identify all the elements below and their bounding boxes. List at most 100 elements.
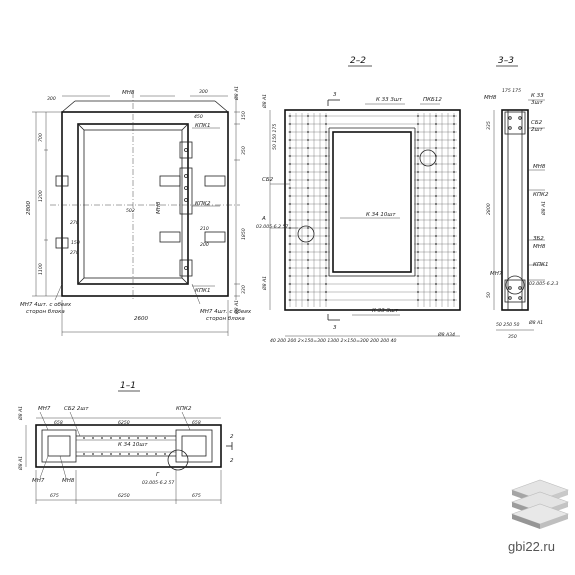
rebar-dot [435, 171, 437, 173]
rebar-dot [119, 437, 121, 439]
rebar-dot [417, 163, 419, 165]
rebar-dot [435, 147, 437, 149]
rebar-dot [435, 243, 437, 245]
rebar-dot [146, 437, 148, 439]
rebar-dot [453, 235, 455, 237]
s33-dim-left: 335 [486, 121, 492, 130]
s22-dim-left-v: 50 150 175 [272, 124, 278, 150]
rebar-dot [417, 259, 419, 261]
rebar-dot [417, 275, 419, 277]
s33-zb2: ЗБ2 [533, 236, 544, 242]
rebar-dot [289, 171, 291, 173]
rebar-dot [307, 259, 309, 261]
rebar-dot [307, 291, 309, 293]
mn7-left-label-2: сторон блока [26, 309, 65, 315]
rebar-dot [289, 275, 291, 277]
embedded-plate [179, 141, 193, 159]
s11-outline [35, 424, 222, 468]
s33-kpk2: КПК2 [533, 192, 549, 198]
rebar-dot [453, 187, 455, 189]
rebar-dot [307, 147, 309, 149]
rebar-dot [453, 115, 455, 117]
embedded-part [55, 175, 69, 187]
rebar-dot [164, 437, 166, 439]
rebar-dot [417, 243, 419, 245]
s11-dim-6250: 6250 [118, 420, 130, 426]
rebar-dot [417, 131, 419, 133]
dim-right-b: 350 [241, 146, 247, 155]
kpk1-label-b: КПК1 [195, 288, 210, 294]
dim-right-d: 330 [241, 285, 247, 294]
dim-right-a: 150 [241, 111, 247, 120]
rebar-dot [435, 235, 437, 237]
rebar-dot [307, 251, 309, 253]
s11-dia-left: Ø8 А1 [17, 406, 24, 421]
rebar-dot [155, 453, 157, 455]
s22-outline [284, 109, 461, 311]
rebar-dot [435, 123, 437, 125]
s22-pkb12: ПКБ12 [423, 97, 442, 103]
rebar-dot [307, 139, 309, 141]
rebar-dot [435, 139, 437, 141]
s33-k33: К 33 [531, 93, 544, 99]
rebar-dot [325, 155, 327, 157]
rebar-dot [137, 453, 139, 455]
rebar-dot [289, 155, 291, 157]
rebar-dot [417, 219, 419, 221]
rebar-dot [325, 123, 327, 125]
s33-dims-top: 175 175 [502, 88, 521, 94]
rebar-dot [325, 235, 327, 237]
rebar-dot [307, 203, 309, 205]
stacked-slabs-icon [511, 479, 569, 529]
rebar-dot [417, 139, 419, 141]
rebar-dot [307, 267, 309, 269]
s33-sb2-count: 2шт [531, 127, 544, 133]
rebar-dot [435, 291, 437, 293]
dim-top-right: 300 [199, 89, 208, 95]
rebar-dot [435, 131, 437, 133]
block-outline [61, 111, 229, 297]
s11-dim-675-b: 675 [192, 493, 201, 499]
section-2-2-title: 2–2 [350, 56, 366, 66]
rebar-dot [453, 251, 455, 253]
rebar-dot [325, 299, 327, 301]
brand-logo: gbi22.ru [508, 479, 569, 554]
dim-top-left: 300 [47, 96, 56, 102]
dim-270-a: 270 [70, 220, 79, 226]
rebar-dot [146, 453, 148, 455]
s11-kpk2: КПК2 [176, 406, 192, 412]
embedded-plate [179, 167, 193, 215]
rebar-dot [417, 123, 419, 125]
s11-mn7-b: МН7 [32, 478, 45, 484]
rebar-dot [325, 291, 327, 293]
rebar-dot [307, 299, 309, 301]
s33-mn8: МН8 [484, 95, 497, 101]
rebar-dot [119, 453, 121, 455]
s33-dia-bottom: Ø8 А1 [528, 319, 543, 326]
s11-sb2: СБ2 2шт [64, 406, 89, 412]
rebar-dot [435, 211, 437, 213]
rebar-dot [417, 227, 419, 229]
rebar-dot [453, 267, 455, 269]
rebar-dot [435, 251, 437, 253]
mn7-right-label-1: МН7 4шт. с обеих [200, 309, 252, 315]
mn8-top-label: МН8 [122, 90, 135, 96]
rebar-dot [307, 275, 309, 277]
rebar-dot [435, 187, 437, 189]
rebar-dot [289, 115, 291, 117]
rebar-dot [289, 163, 291, 165]
rebar-dot [453, 259, 455, 261]
rebar-dot [435, 267, 437, 269]
rebar-dot [289, 283, 291, 285]
rebar-dot [435, 195, 437, 197]
rebar-dot [325, 275, 327, 277]
dim-200: 200 [200, 242, 209, 248]
rebar-dot [435, 275, 437, 277]
s33-sb2: СБ2 [531, 120, 543, 126]
rebar-dot [325, 163, 327, 165]
s11-rebar-dots [83, 437, 166, 455]
rebar-dot [453, 179, 455, 181]
s33-mn7: МН7 [490, 271, 503, 277]
rebar-dot [307, 123, 309, 125]
